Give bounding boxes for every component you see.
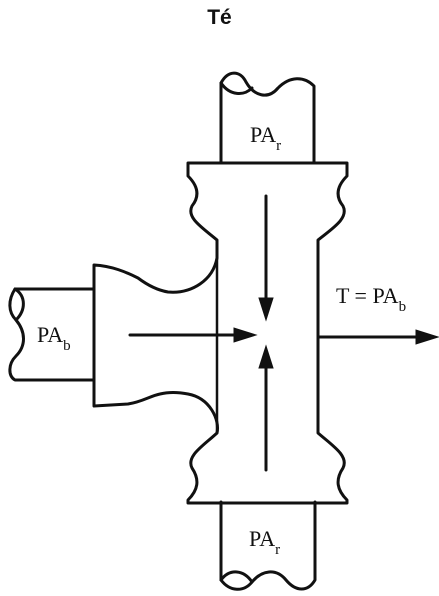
diagram-title: Té [207,6,232,29]
arrow-from-bottom [258,344,274,472]
bottom-pipe [219,500,317,591]
left-pipe [8,287,95,382]
label-outlet: T = PAb [336,283,406,315]
top-pipe [219,71,316,165]
label-left-pipe: PAb [37,322,71,354]
arrow-from-top [258,194,274,322]
label-bottom-pipe: PAr [249,526,280,558]
arrow-from-left [128,327,258,343]
label-top-pipe: PAr [250,122,281,154]
tee-body [92,161,349,505]
arrow-outlet-head [415,329,439,345]
